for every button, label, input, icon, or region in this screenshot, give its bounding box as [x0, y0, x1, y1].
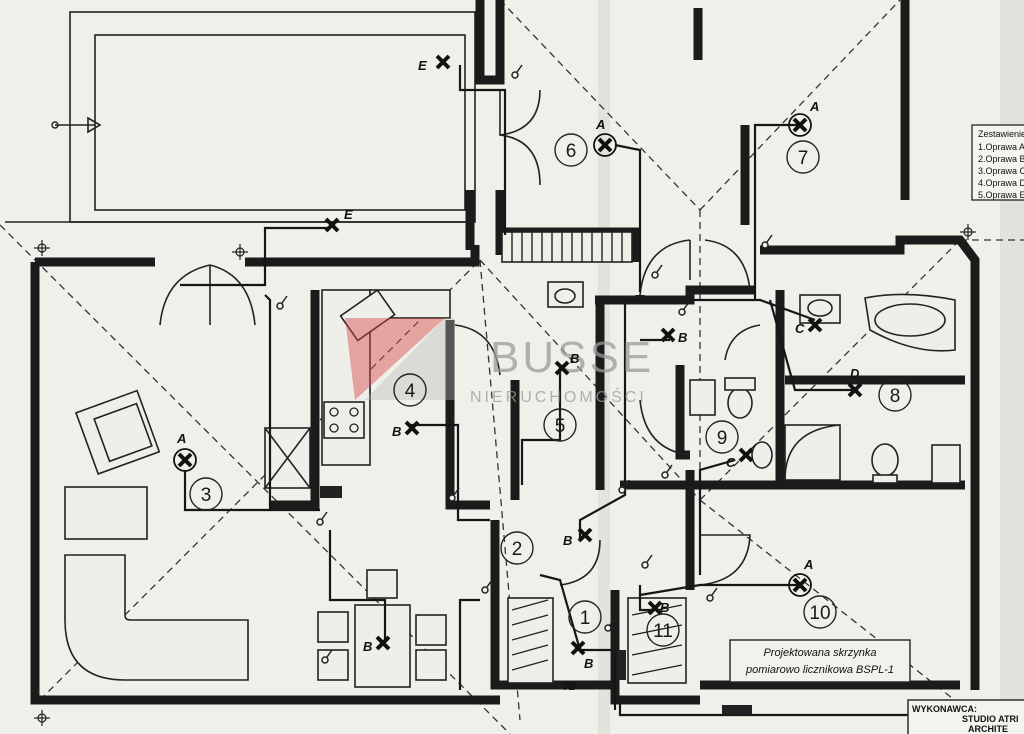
svg-text:8: 8: [890, 386, 901, 407]
legend-title: Zestawienie: [978, 129, 1024, 139]
lamp-letter: B: [678, 330, 687, 345]
svg-text:4: 4: [405, 381, 416, 402]
lamp-letter: B: [584, 656, 593, 671]
svg-text:3: 3: [201, 485, 212, 506]
lamp-symbol: B: [570, 640, 593, 671]
bathroom-fixtures: [547, 281, 961, 484]
legend-item: 1.Oprawa A: [978, 142, 1024, 152]
room-number-6: 6: [554, 133, 588, 167]
lamp-letter: B: [660, 600, 669, 615]
svg-text:9: 9: [717, 428, 728, 449]
room-number-9: 9: [705, 420, 739, 454]
survey-markers: [34, 224, 976, 726]
staircase: [501, 231, 633, 263]
lamp-symbol: A: [593, 117, 617, 157]
svg-text:6: 6: [566, 141, 577, 162]
switchboard: [618, 650, 626, 680]
svg-text:2: 2: [512, 539, 523, 560]
meter-box-note: Projektowana skrzynka pomiarowo liczniko…: [729, 639, 911, 683]
room-number-7: 7: [786, 140, 820, 174]
lamp-letter: B: [392, 424, 401, 439]
meter-box: [722, 705, 752, 715]
watermark-logo-red: [345, 318, 445, 400]
lamp-symbol: A: [788, 557, 813, 597]
watermark: BUSSE NIERUCHOMOŚCI: [345, 318, 654, 406]
contractor-line2: ARCHITE: [968, 724, 1008, 734]
lamp-symbol: B: [554, 351, 579, 376]
switches: [276, 64, 773, 664]
lamp-symbol: A: [173, 431, 197, 472]
room-number-4: 4: [393, 373, 427, 407]
lamp-letter: E: [344, 207, 353, 222]
room-number-5: 5: [543, 408, 577, 442]
lamp-symbol: B: [660, 327, 687, 345]
lamps: E E A A A B B B: [173, 54, 863, 671]
upper-outline: [5, 11, 476, 223]
legend-item: 3.Oprawa C: [978, 166, 1024, 176]
legend-item: 2.Oprawa B: [978, 154, 1024, 164]
watermark-subtitle: NIERUCHOMOŚCI: [470, 387, 647, 406]
legend: Zestawienie 1.Oprawa A 2.Oprawa B 3.Opra…: [971, 124, 1024, 201]
lamp-symbol: B: [647, 600, 669, 616]
lamp-letter: C: [795, 321, 805, 336]
meter-box-note-line1: Projektowana skrzynka: [763, 647, 876, 659]
svg-text:5: 5: [555, 416, 566, 437]
room-number-2: 2: [500, 531, 534, 565]
legend-item: 4.Oprawa D: [978, 178, 1024, 188]
lamp-letter: A: [809, 99, 819, 114]
room-number-1: 1: [568, 600, 602, 634]
lamp-symbol: E: [324, 207, 353, 233]
lamp-symbol: B: [563, 527, 593, 548]
lamp-letter: E: [418, 58, 427, 73]
lamp-letter: D: [850, 366, 860, 381]
contractor-label: WYKONAWCA:: [912, 704, 977, 714]
doors: [159, 89, 761, 586]
lamp-symbol: E: [418, 54, 451, 73]
svg-text:7: 7: [798, 148, 809, 169]
lamp-symbol: D: [847, 366, 863, 398]
paper-right-edge: [1000, 0, 1024, 734]
contractor-line1: STUDIO ATRI: [962, 714, 1019, 724]
wiring: [180, 65, 960, 717]
lamp-symbol: A: [788, 99, 819, 137]
lamp-symbol: B: [363, 635, 391, 654]
tb-label: TB: [562, 681, 577, 693]
svg-text:11: 11: [653, 621, 673, 642]
lamp-letter: A: [595, 117, 605, 132]
svg-text:10: 10: [809, 603, 830, 624]
room-number-10: 10: [803, 595, 837, 629]
lamp-letter: B: [563, 533, 572, 548]
lamp-symbol: C: [795, 317, 823, 336]
watermark-brand: BUSSE: [490, 333, 654, 382]
meter-box-note-line2: pomiarowo licznikowa BSPL-1: [745, 664, 894, 676]
lamp-symbol: C: [726, 447, 754, 470]
lamp-letter: C: [726, 455, 736, 470]
lamp-letter: A: [803, 557, 813, 572]
title-block: WYKONAWCA: STUDIO ATRI ARCHITE: [907, 699, 1024, 734]
room-numbers: 1 2 3 4 5 6 7 8 9 10 11: [189, 133, 912, 647]
living-room-furniture: [64, 389, 447, 688]
room-number-11: 11: [646, 613, 680, 647]
watermark-logo-grey: [365, 318, 455, 400]
lamp-symbol: B: [392, 420, 420, 439]
room-number-3: 3: [189, 477, 223, 511]
svg-text:1: 1: [580, 608, 591, 629]
kitchen-furniture: [320, 288, 451, 498]
lamp-letter: B: [570, 351, 579, 366]
room-number-8: 8: [878, 378, 912, 412]
legend-item: 5.Oprawa E: [978, 190, 1024, 200]
lamp-letter: B: [363, 639, 372, 654]
lamp-letter: A: [176, 431, 186, 446]
